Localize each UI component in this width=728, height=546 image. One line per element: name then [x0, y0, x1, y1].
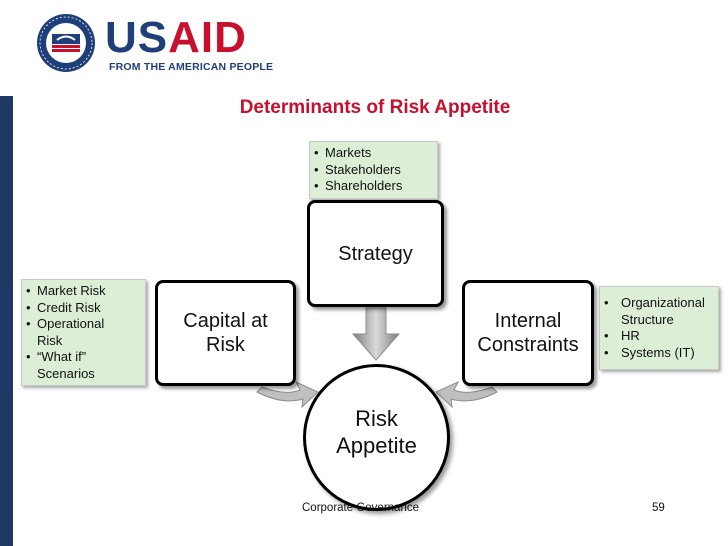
list-item: Stakeholders: [314, 162, 433, 179]
capital-label-line2: Risk: [206, 334, 245, 356]
list-item: Operational Risk: [26, 316, 117, 349]
list-item: Organizational Structure: [604, 295, 717, 328]
list-item: Credit Risk: [26, 300, 141, 317]
list-item: HR: [604, 328, 714, 345]
internal-label-line2: Constraints: [477, 334, 579, 356]
list-item: Shareholders: [314, 178, 433, 195]
risk-appetite-circle: Risk Appetite: [303, 364, 450, 511]
arrow-strategy-to-appetite: [351, 307, 401, 361]
internal-constraints-box: Internal Constraints: [462, 280, 594, 386]
left-accent-bar: [0, 96, 13, 546]
appetite-label-line1: Risk: [355, 405, 398, 431]
page-number: 59: [652, 502, 665, 514]
capital-at-risk-box: Capital at Risk: [155, 280, 296, 386]
logo-wordmark: USAID: [105, 13, 247, 62]
list-item: “What if” Scenarios: [26, 349, 107, 382]
list-item: Markets: [314, 145, 433, 162]
note-capital-factors: Market Risk Credit Risk Operational Risk…: [21, 279, 146, 386]
appetite-label-line2: Appetite: [336, 432, 417, 458]
strategy-box: Strategy: [307, 200, 444, 307]
list-item: Market Risk: [26, 283, 141, 300]
footer-text: Corporate Governance: [302, 502, 419, 514]
note-internal-factors: Organizational Structure HR Systems (IT): [599, 286, 719, 370]
list-item: Systems (IT): [604, 345, 714, 362]
internal-label-line1: Internal: [494, 310, 562, 332]
capital-label-line1: Capital at: [183, 310, 268, 332]
usaid-seal-icon: [37, 14, 95, 72]
slide-title: Determinants of Risk Appetite: [239, 97, 511, 118]
logo-tagline: FROM THE AMERICAN PEOPLE: [109, 61, 274, 73]
note-strategy-factors: Markets Stakeholders Shareholders: [309, 141, 438, 199]
strategy-label: Strategy: [338, 243, 413, 265]
usaid-logo: USAID FROM THE AMERICAN PEOPLE: [35, 12, 273, 78]
